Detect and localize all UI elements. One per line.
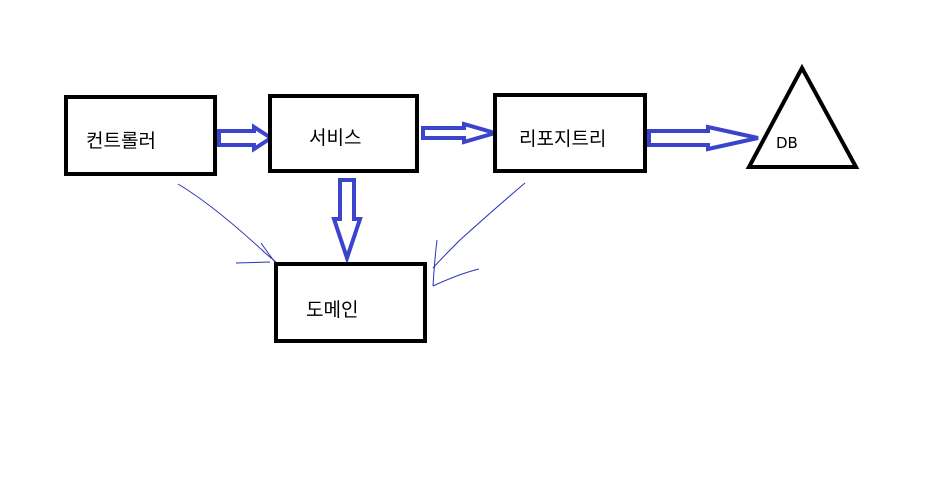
- arrow-controller-to-service: [217, 123, 275, 153]
- service-label: 서비스: [309, 127, 362, 149]
- arrow-service-to-domain: [331, 178, 363, 265]
- arrow-service-to-repository: [421, 121, 503, 145]
- db-triangle: [745, 63, 860, 169]
- sketch-repository-to-domain: [432, 182, 526, 269]
- db-label: DB: [776, 134, 798, 152]
- domain-box: 도메인: [274, 262, 427, 343]
- sketch-controller-to-domain-tip: [235, 242, 276, 264]
- arrow-repository-to-db: [647, 124, 759, 152]
- service-box: 서비스: [268, 94, 419, 173]
- repository-label: 리포지트리: [519, 128, 607, 150]
- sketch-controller-to-domain: [177, 183, 279, 265]
- controller-box: 컨트롤러: [64, 95, 217, 176]
- domain-label: 도메인: [306, 299, 359, 321]
- controller-label: 컨트롤러: [86, 130, 156, 152]
- sketch-repository-to-domain-tip: [432, 239, 480, 287]
- repository-box: 리포지트리: [493, 93, 647, 173]
